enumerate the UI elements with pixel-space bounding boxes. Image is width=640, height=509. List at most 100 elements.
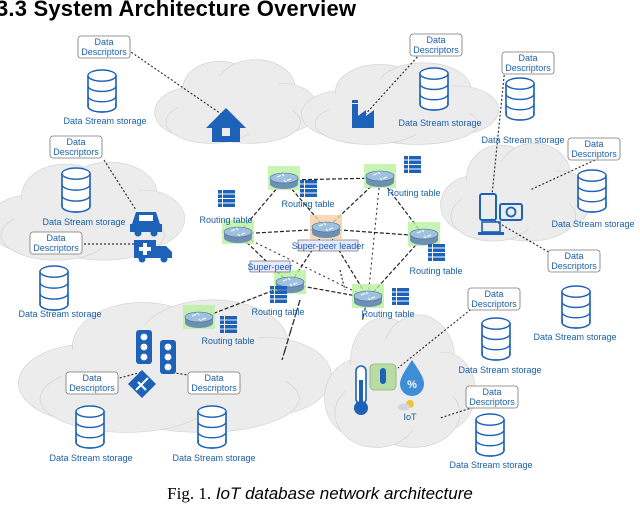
routing-table-icon [428,244,445,261]
cloud-mobile [440,142,592,242]
descriptor-label-data: Data [66,137,85,147]
descriptor-link [339,269,346,291]
descriptor-label-descriptors: Descriptors [413,45,459,55]
storage-cylinder-icon [475,413,505,457]
descriptor-label-data: Data [82,373,101,383]
factory-icon [352,100,374,128]
data-stream-storage-label: Data Stream storage [18,309,101,319]
weather-icon [398,400,414,411]
router-icon [183,305,215,329]
data-stream-storage-label: Data Stream storage [398,118,481,128]
house-icon [206,108,246,142]
descriptor-link [491,66,506,196]
routing-table-icon [220,316,237,333]
caption-figure-number: Fig. 1. [167,484,212,503]
storage-cylinder-icon [481,317,511,361]
descriptor-link [127,49,231,121]
super-peer-tag [249,260,291,273]
descriptor-label-descriptors: Descriptors [471,299,517,309]
caption-text: IoT database network architecture [215,484,473,503]
storage-cylinder-icon [87,69,117,113]
laptop-icon [478,221,504,235]
descriptor-label-data: Data [564,251,583,261]
figure-caption: Fig. 1. IoT database network architectur… [0,484,640,504]
data-stream-storage-label: Data Stream storage [49,453,132,463]
car-icon [130,212,162,237]
junction-sign-icon [128,370,156,398]
data-stream-storage-label: Data Stream storage [449,460,532,470]
descriptor-label-data: Data [204,373,223,383]
router-icon [222,220,254,244]
network-link [325,228,425,237]
descriptor-link [397,301,481,369]
data-stream-storage-label: Data Stream storage [458,365,541,375]
descriptor-label-data: Data [94,37,113,47]
network-link [237,233,369,299]
descriptor-label-descriptors: Descriptors [33,243,79,253]
camera-icon [499,203,523,221]
svg-text:%: % [407,379,417,391]
routing-table-label: Routing table [251,307,304,317]
descriptor-label-data: Data [484,289,503,299]
routing-table-icon [300,180,317,197]
descriptor-label-descriptors: Descriptors [81,47,127,57]
data-stream-storage-label: Data Stream storage [481,135,564,145]
cloud-vehicles [0,161,185,261]
descriptor-label-data: Data [426,35,445,45]
smartphone-icon [479,193,497,221]
routing-table-icon [392,288,409,305]
routing-table-label: Routing table [281,199,334,209]
routing-table-icon [270,286,287,303]
super-peer-leader-router-icon [310,215,342,239]
routing-table-icon [404,156,421,173]
routing-table-label: Routing table [199,215,252,225]
routing-table-icon [218,190,235,207]
routing-table-label: Routing table [409,266,462,276]
routing-table-label: Routing table [361,309,414,319]
super-peer-leader-tag [297,239,359,252]
network-link [283,179,327,230]
descriptor-link [281,299,301,361]
descriptor-label-descriptors: Descriptors [571,149,617,159]
descriptor-label-descriptors: Descriptors [505,63,551,73]
descriptor-label-data: Data [46,233,65,243]
iot-label: IoT [403,412,417,422]
router-icon [364,164,396,188]
descriptor-label-data: Data [482,387,501,397]
data-stream-storage-label: Data Stream storage [63,116,146,126]
router-icon [352,284,384,308]
storage-cylinder-icon [39,265,69,311]
descriptor-link [103,159,137,211]
network-link [367,177,381,299]
router-icon [268,166,300,190]
ambulance-icon [134,240,172,263]
storage-cylinder-icon [197,405,227,449]
super-peer-label: Super-peer [247,262,292,272]
routing-table-label: Routing table [387,188,440,198]
storage-cylinder-icon [505,77,535,121]
thermometer-icon [354,365,368,415]
humidity-icon: % [369,360,424,396]
descriptor-label-descriptors: Descriptors [551,261,597,271]
storage-cylinder-icon [419,67,449,111]
storage-cylinder-icon [577,169,607,213]
section-heading: 3.3 System Architecture Overview [0,0,357,21]
data-stream-storage-label: Data Stream storage [551,219,634,229]
data-stream-storage-label: Data Stream storage [533,332,616,342]
cloud-industry [301,62,499,145]
traffic-light-icon [136,330,152,364]
traffic-light-icon [160,340,176,374]
descriptor-label-descriptors: Descriptors [53,147,99,157]
